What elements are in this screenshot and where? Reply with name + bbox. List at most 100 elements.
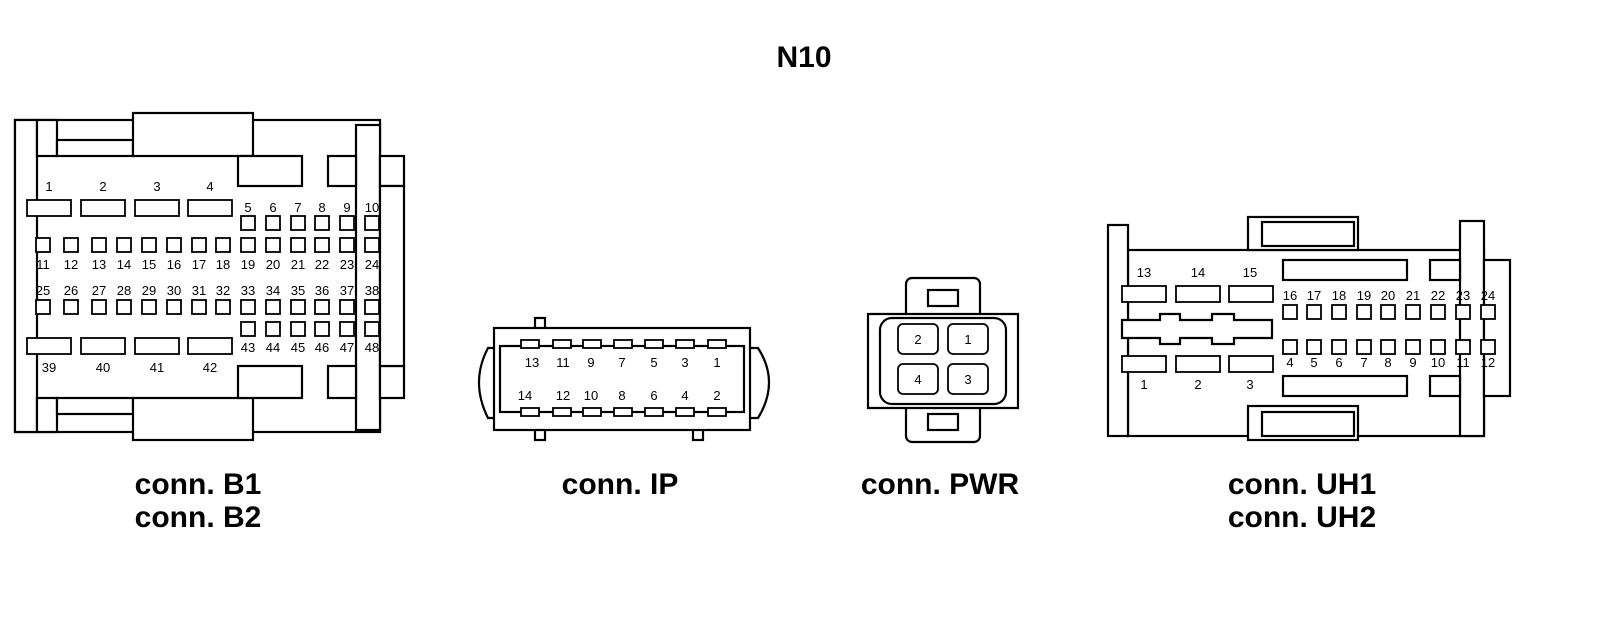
pin-slot xyxy=(265,299,281,315)
pin-label: 9 xyxy=(343,200,350,215)
pin-slot xyxy=(1356,304,1372,320)
pin-label: 14 xyxy=(117,257,131,272)
pin-slot xyxy=(339,215,355,231)
connector-uh-top-key-inner xyxy=(1260,220,1356,248)
pin-slot xyxy=(265,215,281,231)
pin-label: 6 xyxy=(650,388,657,403)
pin-slot xyxy=(364,237,380,253)
pin-slot xyxy=(1175,355,1221,373)
connector-ip-caption: conn. IP xyxy=(562,468,679,501)
pin-label: 10 xyxy=(1431,355,1445,370)
pin-label: 34 xyxy=(266,283,280,298)
pin-slot xyxy=(63,237,79,253)
pin-slot xyxy=(91,299,107,315)
pin-slot xyxy=(191,237,207,253)
pin-label: 7 xyxy=(1360,355,1367,370)
pin-label: 2 xyxy=(713,388,720,403)
pin-slot xyxy=(290,321,306,337)
pin-label: 38 xyxy=(365,283,379,298)
pin-label: 6 xyxy=(269,200,276,215)
pin-slot xyxy=(339,237,355,253)
pin-slot xyxy=(166,237,182,253)
pin-label: 28 xyxy=(117,283,131,298)
pin-label: 4 xyxy=(914,372,921,387)
pin-slot xyxy=(26,199,72,217)
pin-slot xyxy=(314,237,330,253)
pin-label: 22 xyxy=(1431,288,1445,303)
pin-slot xyxy=(1282,339,1298,355)
pin-slot xyxy=(1331,304,1347,320)
pin-label: 7 xyxy=(618,355,625,370)
pin-label: 6 xyxy=(1335,355,1342,370)
connector-b-caption-1: conn. B1 xyxy=(135,468,262,501)
pin-label: 2 xyxy=(1194,377,1201,392)
pin-slot xyxy=(314,215,330,231)
pin-label: 15 xyxy=(142,257,156,272)
pin-label: 14 xyxy=(1191,265,1205,280)
pin-label: 20 xyxy=(266,257,280,272)
pin-label: 30 xyxy=(167,283,181,298)
pin-label: 17 xyxy=(192,257,206,272)
pin-slot xyxy=(290,237,306,253)
pin-label: 2 xyxy=(914,332,921,347)
pin-label: 44 xyxy=(266,340,280,355)
pin-label: 5 xyxy=(1310,355,1317,370)
pin-label: 36 xyxy=(315,283,329,298)
pin-slot xyxy=(613,339,633,349)
pin-slot xyxy=(166,299,182,315)
connector-b-pins-43-48: 43 44 45 46 47 48 xyxy=(240,321,380,355)
pin-label: 10 xyxy=(584,388,598,403)
pin-label: 35 xyxy=(291,283,305,298)
pin-label: 9 xyxy=(587,355,594,370)
pin-label: 32 xyxy=(216,283,230,298)
pin-slot xyxy=(91,237,107,253)
pin-label: 16 xyxy=(167,257,181,272)
pin-label: 39 xyxy=(42,360,56,375)
pin-label: 3 xyxy=(964,372,971,387)
pin-label: 13 xyxy=(1137,265,1151,280)
pin-label: 8 xyxy=(618,388,625,403)
pin-slot xyxy=(215,299,231,315)
pin-label: 20 xyxy=(1381,288,1395,303)
pin-slot xyxy=(644,339,664,349)
pin-slot xyxy=(1228,285,1274,303)
pin-label: 9 xyxy=(1409,355,1416,370)
pin-label: 12 xyxy=(1481,355,1495,370)
pin-slot xyxy=(215,237,231,253)
connector-b-bottom-large-pins: 39 40 41 42 xyxy=(26,337,233,375)
pin-slot xyxy=(26,337,72,355)
pin-slot xyxy=(552,339,572,349)
pin-slot xyxy=(1282,304,1298,320)
pin-label: 43 xyxy=(241,340,255,355)
pin-label: 33 xyxy=(241,283,255,298)
pin-label: 4 xyxy=(681,388,688,403)
pin-label: 25 xyxy=(36,283,50,298)
connector-b-left-latch-bottom xyxy=(35,396,59,434)
pin-label: 27 xyxy=(92,283,106,298)
pin-label: 46 xyxy=(315,340,329,355)
pin-label: 3 xyxy=(681,355,688,370)
pin-cavity xyxy=(897,363,939,395)
pin-slot xyxy=(240,321,256,337)
pin-label: 40 xyxy=(96,360,110,375)
pin-slot xyxy=(1430,339,1446,355)
pin-slot xyxy=(675,407,695,417)
pin-label: 3 xyxy=(153,179,160,194)
pin-slot xyxy=(1356,339,1372,355)
pin-slot xyxy=(265,321,281,337)
pin-label: 8 xyxy=(318,200,325,215)
pin-label: 21 xyxy=(291,257,305,272)
pin-slot xyxy=(240,299,256,315)
pin-slot xyxy=(1380,339,1396,355)
pin-slot xyxy=(116,299,132,315)
pin-slot xyxy=(582,407,602,417)
pin-label: 1 xyxy=(713,355,720,370)
pin-slot xyxy=(1306,304,1322,320)
diagram-title: N10 xyxy=(776,41,831,74)
pin-label: 11 xyxy=(556,355,570,370)
connector-b-top-rib xyxy=(55,138,135,158)
pin-slot xyxy=(1175,285,1221,303)
pin-slot xyxy=(290,215,306,231)
pin-slot xyxy=(240,215,256,231)
